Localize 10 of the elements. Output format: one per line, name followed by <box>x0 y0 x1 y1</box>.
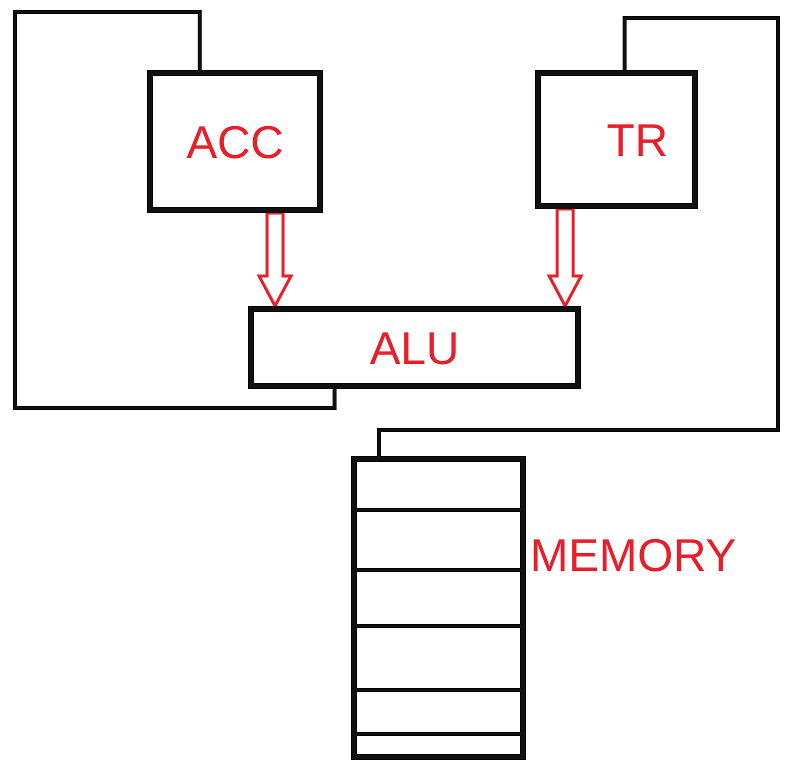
box-label: TR <box>606 116 668 162</box>
connector-line <box>13 10 337 410</box>
register-box <box>147 70 323 213</box>
memory-block <box>351 456 526 760</box>
memory-label: MEMORY <box>530 532 736 578</box>
connector-line <box>377 16 780 456</box>
box-label: ACC <box>186 118 284 164</box>
box-label: ALU <box>370 324 460 370</box>
register-box <box>248 306 581 389</box>
register-box <box>535 70 698 209</box>
